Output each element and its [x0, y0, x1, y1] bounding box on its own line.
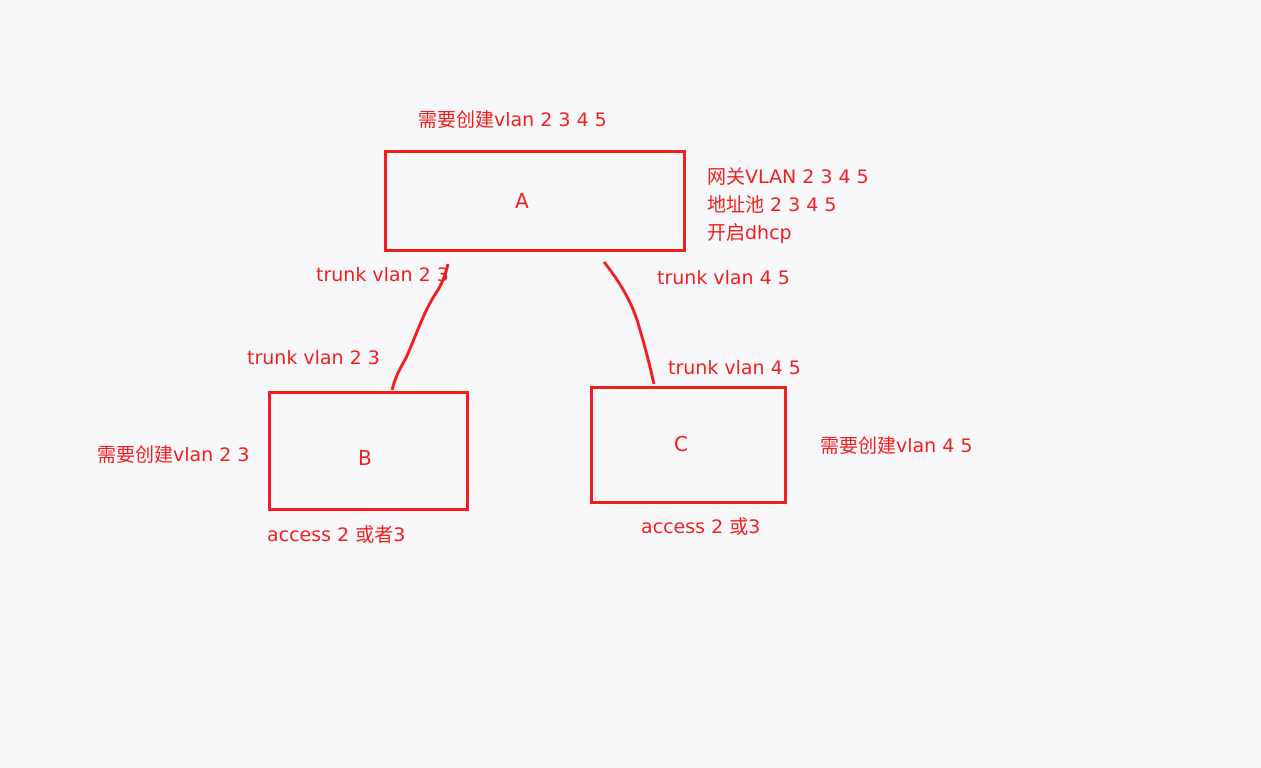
- switch-c-box[interactable]: [590, 386, 787, 504]
- link-a-b: [390, 263, 450, 391]
- switch-c-access-note: access 2 或3: [641, 516, 761, 538]
- switch-a-box[interactable]: [384, 150, 686, 252]
- switch-a-right-port: trunk vlan 4 5: [657, 267, 790, 289]
- switch-a-pool-note: 地址池 2 3 4 5: [707, 194, 837, 216]
- switch-b-label: B: [358, 446, 372, 470]
- switch-b-side-note: 需要创建vlan 2 3: [97, 444, 250, 466]
- switch-b-box[interactable]: [268, 391, 469, 511]
- switch-b-access-note: access 2 或者3: [267, 524, 406, 546]
- link-a-c: [602, 261, 656, 385]
- switch-a-left-port: trunk vlan 2 3: [316, 264, 449, 286]
- switch-a-label: A: [515, 189, 529, 213]
- switch-c-side-note: 需要创建vlan 4 5: [820, 435, 973, 457]
- switch-a-gateway-note: 网关VLAN 2 3 4 5: [707, 166, 869, 188]
- switch-c-label: C: [674, 432, 688, 456]
- switch-a-dhcp-note: 开启dhcp: [707, 222, 792, 244]
- switch-b-uplink-port: trunk vlan 2 3: [247, 347, 380, 369]
- switch-a-top-note: 需要创建vlan 2 3 4 5: [418, 109, 607, 131]
- switch-c-uplink-port: trunk vlan 4 5: [668, 357, 801, 379]
